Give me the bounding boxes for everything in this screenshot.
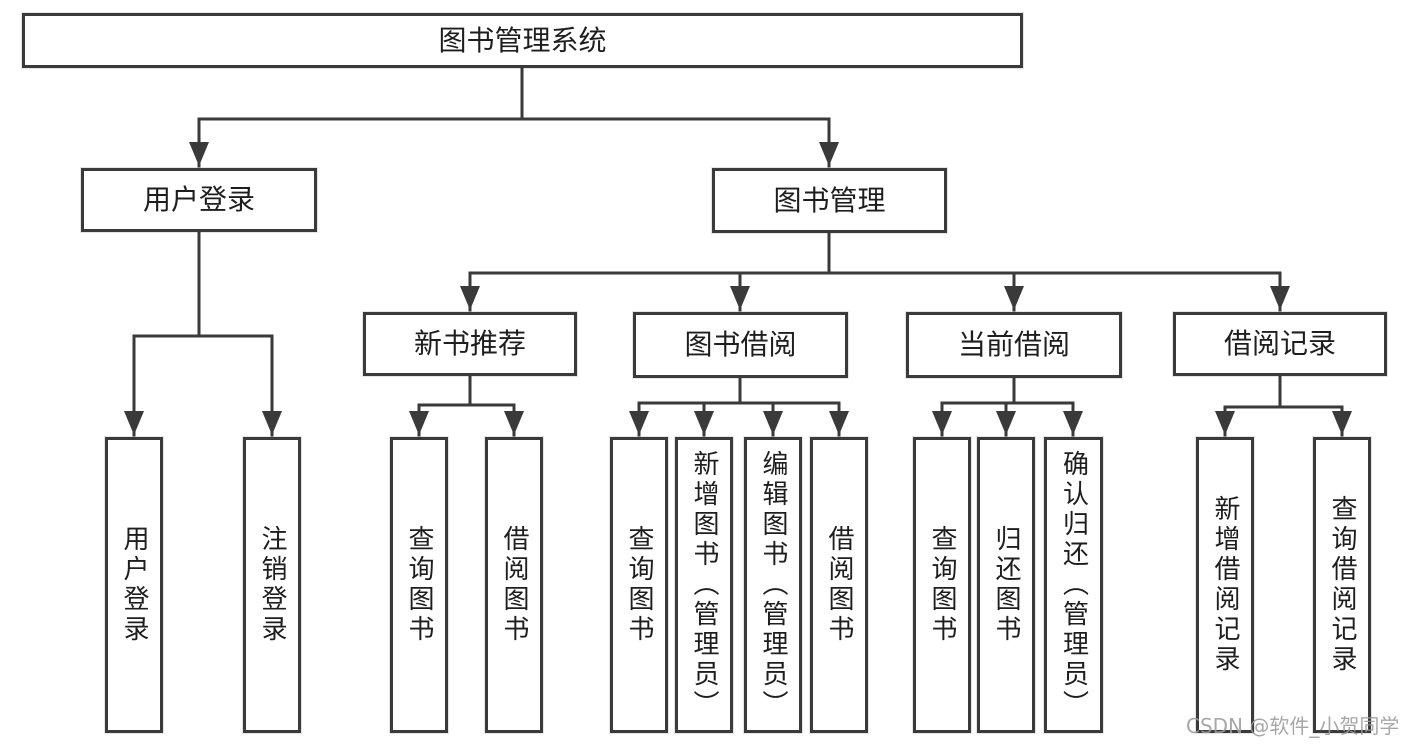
connector-bars [132,66,1344,409]
node-label: 借阅记录 [1223,327,1336,360]
leaf-query-books-borrowing: 查询图书 [610,437,668,733]
node-label: 查询借阅记录 [1327,495,1357,675]
node-label: 查询图书 [404,525,434,645]
node-label: 确认归还（管理员） [1058,450,1089,720]
node-user-login: 用户登录 [81,168,317,232]
leaf-add-books-admin: 新增图书（管理员） [675,437,733,733]
node-borrowing-records: 借阅记录 [1173,312,1387,376]
node-new-book-recommendation: 新书推荐 [363,312,577,376]
node-book-borrowing: 图书借阅 [633,312,848,378]
leaf-return-books: 归还图书 [977,437,1035,733]
leaf-confirm-return-admin: 确认归还（管理员） [1044,437,1103,733]
leaf-query-books-recommend: 查询图书 [390,437,448,733]
leaf-query-books-current: 查询图书 [913,437,971,733]
leaf-add-borrow-record: 新增借阅记录 [1196,437,1254,733]
node-label: 编辑图书（管理员） [758,450,788,720]
node-label: 借阅图书 [824,525,854,645]
node-label: 图书管理系统 [438,23,607,57]
node-label: 注销登录 [257,525,287,645]
leaf-edit-books-admin: 编辑图书（管理员） [744,437,802,733]
node-label: 查询图书 [927,525,957,645]
node-library-management-system: 图书管理系统 [22,13,1023,68]
node-label: 归还图书 [991,525,1021,645]
leaf-borrow-books-recommend: 借阅图书 [485,437,543,733]
leaf-logout: 注销登录 [243,437,301,733]
node-label: 图书借阅 [684,328,797,361]
leaf-user-login: 用户登录 [105,437,163,733]
node-label: 查询图书 [624,525,654,645]
node-label: 借阅图书 [499,525,529,645]
node-label: 当前借阅 [957,328,1070,361]
node-label: 图书管理 [773,183,886,217]
node-current-borrowing: 当前借阅 [906,312,1122,378]
csdn-watermark: CSDN @软件_小贺同学 [1186,714,1400,738]
node-label: 用户登录 [119,525,149,645]
node-label: 新书推荐 [413,327,526,360]
leaf-borrow-books-borrowing: 借阅图书 [810,437,868,733]
node-label: 新增图书（管理员） [689,450,719,720]
node-label: 新增借阅记录 [1210,495,1240,675]
node-label: 用户登录 [142,183,255,216]
node-book-management: 图书管理 [712,168,947,233]
leaf-query-borrow-record: 查询借阅记录 [1313,437,1371,733]
connector-arrows [124,117,1352,437]
